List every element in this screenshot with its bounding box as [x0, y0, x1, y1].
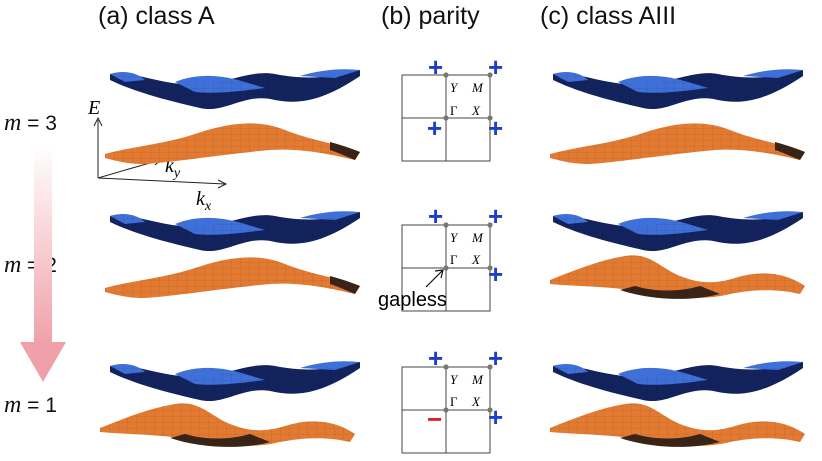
bz-gamma-label-m2: Γ: [450, 252, 458, 267]
parity-sign-m-m1: +: [488, 343, 503, 373]
parity-panel-m1: [401, 364, 493, 454]
parity-sign-y-m1: +: [428, 343, 443, 373]
parity-sign-x-m2: +: [488, 259, 503, 289]
parity-panel-m3: [401, 72, 493, 162]
bz-m-label-m3: M: [471, 80, 484, 95]
class-aiii-m1-upper-band: [553, 361, 803, 402]
kx-axis-label: kx: [196, 188, 212, 214]
class-aiii-m2-upper-band: [553, 211, 803, 252]
decreasing-m-arrow: [20, 145, 66, 382]
bz-gamma-label-m1: Γ: [450, 394, 458, 409]
bz-y-label-m2: Y: [450, 230, 459, 245]
parity-sign-y-m3: +: [428, 52, 443, 82]
m3-label: m = 3: [4, 110, 57, 136]
class-a-m2-lower-band: [105, 257, 360, 298]
class-aiii-m2-lower-band: [550, 255, 805, 299]
bz-x-label-m1: X: [471, 394, 481, 409]
parity-sign-y-m2: +: [428, 201, 443, 231]
bz-x-label-m2: X: [471, 252, 481, 267]
energy-axis-label: E: [87, 97, 100, 119]
parity-sign-gamma-m3: +: [427, 113, 442, 143]
bz-y-label-m3: Y: [450, 80, 459, 95]
gapless-label: gapless: [378, 289, 447, 311]
bz-m-label-m1: M: [471, 372, 484, 387]
class-a-m3-upper-band: [110, 69, 360, 110]
header-parity: (b) parity: [381, 2, 480, 30]
class-a-m1-upper-band: [110, 361, 360, 402]
class-a-m2-upper-band: [110, 211, 360, 252]
parity-sign-m-m2: +: [488, 201, 503, 231]
header-class-a: (a) class A: [98, 2, 215, 30]
class-a-m1-lower-band: [100, 403, 355, 447]
parity-sign-gamma-m1: −: [427, 404, 442, 434]
class-aiii-m3-lower-band: [550, 123, 805, 164]
parity-sign-m-m3: +: [488, 52, 503, 82]
class-aiii-m3-upper-band: [553, 69, 803, 110]
gapless-pointer: [425, 269, 444, 288]
class-aiii-m1-lower-band: [550, 403, 805, 447]
class-a-m3-lower-band: [105, 123, 360, 164]
header-class-aiii: (c) class AIII: [540, 2, 677, 30]
ky-axis-label: ky: [165, 155, 181, 181]
parity-panel-m2: [401, 222, 493, 312]
bz-y-label-m1: Y: [450, 372, 459, 387]
bz-x-label-m3: X: [471, 103, 481, 118]
bz-m-label-m2: M: [471, 230, 484, 245]
m1-label: m = 1: [4, 392, 57, 418]
parity-sign-x-m3: +: [488, 113, 503, 143]
bz-gamma-label-m3: Γ: [450, 103, 458, 118]
parity-sign-x-m1: +: [488, 402, 503, 432]
